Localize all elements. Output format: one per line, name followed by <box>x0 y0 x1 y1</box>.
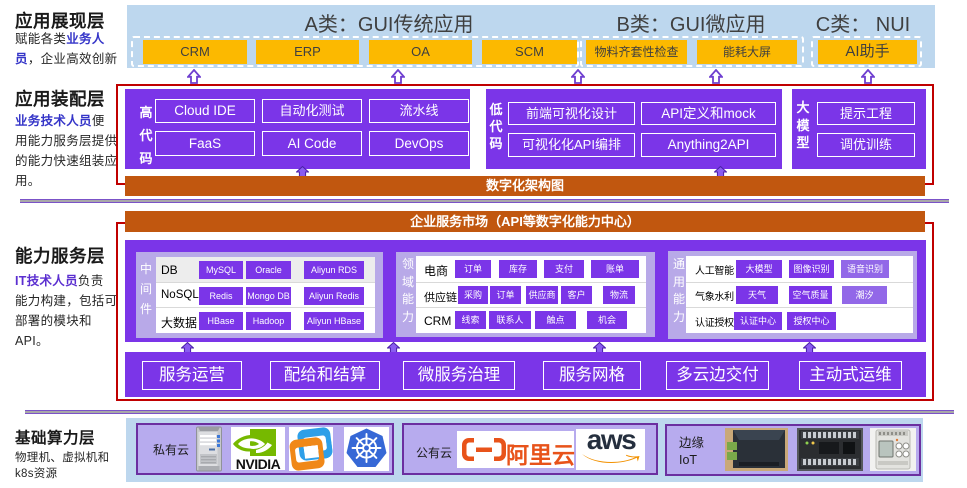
svg-text:NVIDIA: NVIDIA <box>236 456 281 470</box>
